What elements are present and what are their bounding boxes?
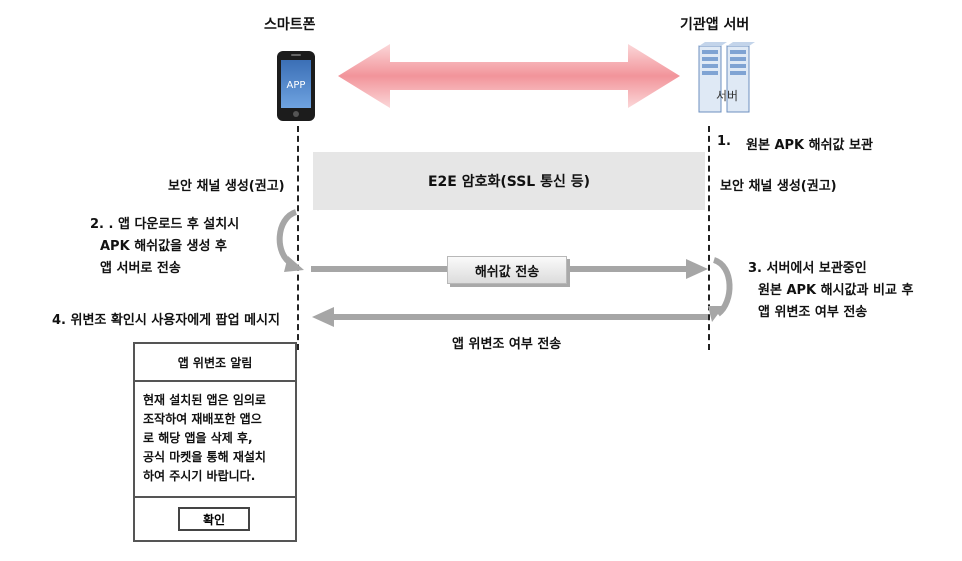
step3-curved-arrow-icon [708, 257, 733, 322]
hash-transfer-label: 해쉬값 전송 [474, 264, 540, 280]
server-title: 기관앱 서버 [680, 17, 750, 33]
step1-number: 1. [717, 134, 731, 149]
bidirectional-arrow-icon [338, 44, 680, 108]
popup-message-line: 하여 주시기 바랍니다. [143, 469, 256, 483]
step2-line3: 앱 서버로 전송 [100, 261, 181, 276]
hash-transfer-box: 해쉬값 전송 [447, 256, 567, 284]
popup-title: 앱 위변조 알림 [135, 344, 295, 382]
step4-text: 4. 위변조 확인시 사용자에게 팝업 메시지 [52, 313, 280, 328]
e2e-encryption-label: E2E 암호화(SSL 통신 등) [427, 174, 591, 190]
result-return-arrow [312, 307, 708, 327]
smartphone-title: 스마트폰 [264, 17, 316, 33]
tamper-alert-popup: 앱 위변조 알림 현재 설치된 앱은 임의로 조작하여 재배포한 앱으 로 해당… [133, 342, 297, 542]
smartphone-icon: APP [277, 51, 315, 121]
e2e-encryption-band: E2E 암호화(SSL 통신 등) [313, 152, 705, 210]
app-screen-label: APP [287, 80, 306, 91]
smartphone-lifeline [297, 126, 299, 350]
popup-message-line: 현재 설치된 앱은 임의로 [143, 393, 266, 407]
step2-line2: APK 해쉬값을 생성 후 [100, 239, 227, 254]
server-label: 서버 [716, 89, 738, 103]
step2-line1: 2. . 앱 다운로드 후 설치시 [90, 217, 240, 232]
step2-curved-arrow-icon [276, 209, 304, 272]
ok-button[interactable]: 확인 [178, 507, 250, 531]
popup-message-line: 로 해당 앱을 삭제 후, [143, 431, 253, 445]
step3-line1: 3. 서버에서 보관중인 [748, 261, 867, 276]
server-lifeline [708, 126, 710, 350]
result-transfer-label: 앱 위변조 여부 전송 [452, 337, 562, 352]
popup-message-line: 조작하여 재배포한 앱으 [143, 412, 262, 426]
right-secure-channel-label: 보안 채널 생성(권고) [720, 179, 837, 194]
server-icon: 서버 [698, 42, 755, 113]
step1-text: 원본 APK 해쉬값 보관 [746, 138, 873, 153]
popup-footer: 확인 [135, 496, 295, 542]
step3-line2: 원본 APK 해시값과 비교 후 [758, 283, 914, 298]
popup-message: 현재 설치된 앱은 임의로 조작하여 재배포한 앱으 로 해당 앱을 삭제 후,… [143, 391, 291, 486]
step3-line3: 앱 위변조 여부 전송 [758, 305, 868, 320]
popup-message-line: 공식 마켓을 통해 재설치 [143, 450, 266, 464]
left-secure-channel-label: 보안 채널 생성(권고) [168, 179, 285, 194]
